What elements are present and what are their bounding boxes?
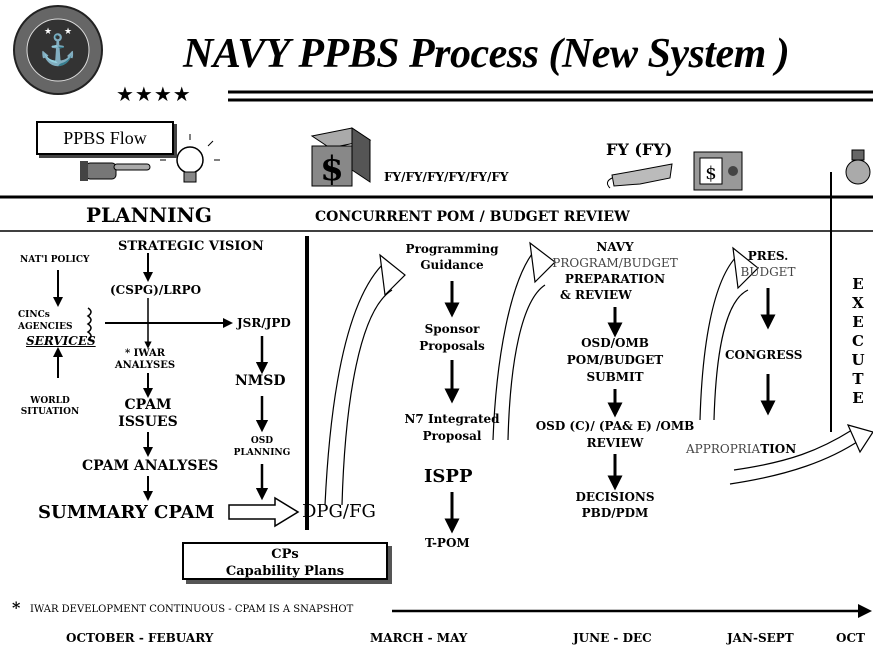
osd-omb-2: POM/BUDGET xyxy=(566,353,664,367)
osd-omb-3: SUBMIT xyxy=(586,370,644,384)
n7-integrated-2: Proposal xyxy=(422,429,482,443)
timeline-mar-may: MARCH - MAY xyxy=(370,631,468,645)
osd-omb-1: OSD/OMB xyxy=(581,336,649,350)
footnote-text: IWAR DEVELOPMENT CONTINUOUS - CPAM IS A … xyxy=(30,604,354,615)
footnote-star: * xyxy=(12,598,21,617)
agencies-label: AGENCIES xyxy=(18,322,73,332)
execute-letter: E xyxy=(852,313,864,331)
seal-emblem: ⚓ ★ ★ xyxy=(13,5,103,95)
nmsd: NMSD xyxy=(235,373,286,389)
timeline-oct-feb: OCTOBER - FEBUARY xyxy=(66,631,214,645)
cpam-issues-1: CPAM xyxy=(124,397,172,413)
money-bag-icon xyxy=(845,149,871,185)
world-situation-1: WORLD xyxy=(30,396,70,406)
programming-guidance-2: Guidance xyxy=(420,258,484,272)
ispp: ISPP xyxy=(424,466,473,487)
execute-letter: E xyxy=(852,275,864,293)
congress: CONGRESS xyxy=(725,348,803,362)
timeline-jun-dec: JUNE - DEC xyxy=(573,631,652,645)
summary-cpam: SUMMARY CPAM xyxy=(38,502,215,523)
svg-text:⚓: ⚓ xyxy=(39,32,76,68)
preparation: PREPARATION xyxy=(564,272,666,286)
svg-text:$: $ xyxy=(705,163,716,184)
osd-planning-1: OSD xyxy=(250,436,274,446)
program-budget: PROGRAM/BUDGET xyxy=(552,256,678,270)
svg-text:★: ★ xyxy=(64,27,72,37)
n7-integrated-1: N7 Integrated xyxy=(404,412,500,426)
decisions-2: PBD/PDM xyxy=(581,506,649,520)
cspg-lrpo: (CSPG)/LRPO xyxy=(110,283,202,297)
navy-label: NAVY xyxy=(596,240,634,254)
cincs-label: CINCs xyxy=(18,310,50,320)
appropriation: APPROPRIATION xyxy=(686,442,796,456)
strategic-vision: STRATEGIC VISION xyxy=(118,239,264,254)
execute-label: E X E C U T E xyxy=(848,275,868,408)
services-label: SERVICES xyxy=(26,334,96,348)
rank-stars: ★★★★ xyxy=(116,82,192,106)
osd-c-review-1: OSD (C)/ (PA& E) /OMB xyxy=(535,419,695,433)
appropriation-part-2: TION xyxy=(760,442,797,456)
osd-planning-2: PLANNING xyxy=(233,448,291,458)
execute-letter: T xyxy=(852,370,864,388)
sponsor-proposals-2: Proposals xyxy=(419,339,485,353)
cps-line-2: Capability Plans xyxy=(225,564,345,579)
svg-text:★: ★ xyxy=(44,27,52,37)
osd-c-review-2: REVIEW xyxy=(586,436,644,450)
appropriation-part-1: APPROPRIA xyxy=(686,442,761,456)
page-title: NAVY PPBS Process (New System ) xyxy=(183,31,790,77)
execute-letter: X xyxy=(852,294,864,312)
t-pom: T-POM xyxy=(425,536,470,550)
safe-icon: $ xyxy=(693,151,743,191)
fy-fy-label: FY (FY) xyxy=(606,140,673,159)
iwar-line-1: * IWAR xyxy=(124,348,166,359)
pres-budget-1: PRES. xyxy=(747,249,789,263)
natl-policy: NAT'l POLICY xyxy=(20,255,90,265)
cpam-analyses: CPAM ANALYSES xyxy=(82,458,219,474)
sponsor-proposals-1: Sponsor xyxy=(424,322,480,336)
execute-letter: E xyxy=(852,389,864,407)
jsr-jpd: JSR/JPD xyxy=(237,316,291,330)
iwar-line-2: ANALYSES xyxy=(114,360,176,371)
fy-sequence: FY/FY/FY/FY/FY/FY xyxy=(384,170,509,184)
planning-header: PLANNING xyxy=(86,203,212,227)
money-cube-icon: $ xyxy=(310,127,372,189)
world-situation-2: SITUATION xyxy=(20,407,80,417)
programming-guidance-1: Programming xyxy=(405,242,499,256)
cps-line-1: CPs xyxy=(271,547,299,562)
cpam-issues-2: ISSUES xyxy=(118,414,178,430)
dpg-fg: DPG/FG xyxy=(302,501,376,522)
pointing-hand-icon xyxy=(80,161,151,181)
timeline-oct: OCT xyxy=(836,631,865,645)
pres-budget-2: BUDGET xyxy=(740,265,796,279)
decisions-1: DECISIONS xyxy=(575,490,655,504)
and-review: & REVIEW xyxy=(560,288,632,302)
execute-letter: U xyxy=(851,351,865,369)
capability-plans-box: CPs Capability Plans xyxy=(182,542,388,580)
concurrent-header: CONCURRENT POM / BUDGET REVIEW xyxy=(315,209,630,225)
ppbs-flow-label: PPBS Flow xyxy=(36,121,174,155)
timeline-jan-sept: JAN-SEPT xyxy=(727,631,794,645)
execute-letter: C xyxy=(852,332,864,350)
svg-text:$: $ xyxy=(320,149,344,189)
money-hand-icon xyxy=(606,163,673,189)
